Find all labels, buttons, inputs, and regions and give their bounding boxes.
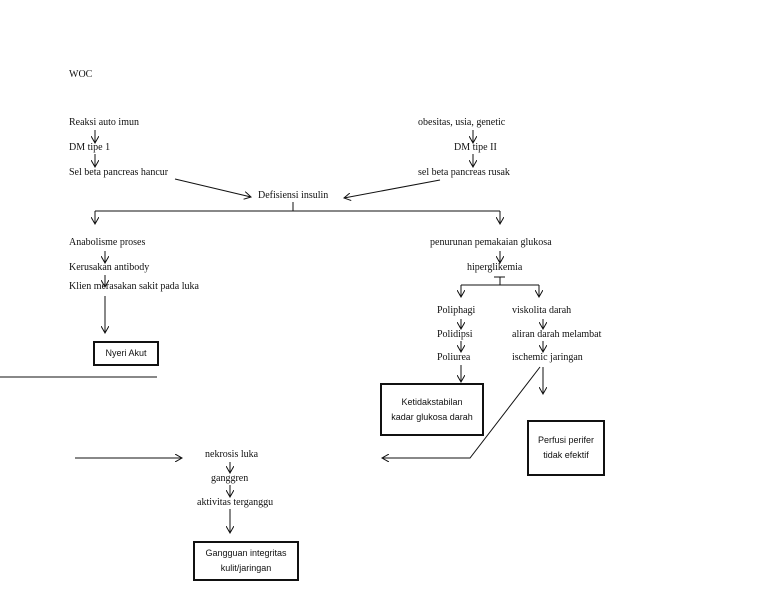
perfusi-line-2: tidak efektif: [543, 450, 589, 460]
diagram-title: WOC: [69, 69, 93, 80]
node-viskolita-darah: viskolita darah: [512, 305, 572, 316]
diagnosis-gangguan-integritas: Gangguan integritas kulit/jaringan: [193, 541, 299, 581]
node-sel-beta-rusak: sel beta pancreas rusak: [418, 167, 510, 178]
node-sel-beta-hancur: Sel beta pancreas hancur: [69, 167, 169, 178]
node-poliphagi: Poliphagi: [437, 305, 476, 316]
ketidakstabilan-line-1: Ketidakstabilan: [401, 396, 463, 407]
diagnosis-ketidakstabilan-glukosa: Ketidakstabilan kadar glukosa darah: [380, 383, 484, 436]
node-nekrosis-luka: nekrosis luka: [205, 449, 259, 460]
gangguan-line-2: kulit/jaringan: [220, 563, 272, 573]
node-defisiensi-insulin: Defisiensi insulin: [258, 190, 329, 201]
diagnosis-perfusi-perifer: Perfusi perifer tidak efektif: [527, 420, 605, 476]
node-dm-tipe-1: DM tipe 1: [69, 142, 111, 153]
gangguan-line-1: Gangguan integritas: [205, 548, 287, 558]
node-hiperglikemia: hiperglikemia: [467, 262, 523, 273]
node-aktivitas-terganggu: aktivitas terganggu: [197, 497, 274, 508]
node-polidipsi: Polidipsi: [437, 329, 473, 340]
node-reaksi-auto-imun: Reaksi auto imun: [69, 117, 139, 128]
diagnosis-nyeri-akut: Nyeri Akut: [93, 341, 159, 366]
node-ischemic-jaringan: ischemic jaringan: [512, 352, 583, 363]
node-poliurea: Poliurea: [437, 352, 471, 363]
node-anabolisme: Anabolisme proses: [69, 237, 146, 248]
nyeri-akut-label: Nyeri Akut: [105, 348, 147, 358]
node-aliran-darah: aliran darah melambat: [512, 329, 602, 340]
arrow-selbeta-rusak-defisiensi: [344, 179, 441, 198]
node-penurunan-glukosa: penurunan pemakaian glukosa: [430, 237, 552, 248]
arrow-selbeta-hancur-defisiensi: [174, 178, 251, 197]
node-dm-tipe-2: DM tipe II: [454, 142, 497, 153]
node-obesitas: obesitas, usia, genetic: [418, 117, 506, 128]
arrow-ischemic-nekrosis: [382, 366, 541, 458]
node-kerusakan-antibody: Kerusakan antibody: [69, 262, 150, 273]
node-klien-sakit: Klien merasakan sakit pada luka: [69, 281, 199, 292]
ketidakstabilan-line-2: kadar glukosa darah: [391, 411, 473, 422]
node-ganggren: ganggren: [211, 473, 249, 484]
perfusi-line-1: Perfusi perifer: [537, 435, 595, 445]
